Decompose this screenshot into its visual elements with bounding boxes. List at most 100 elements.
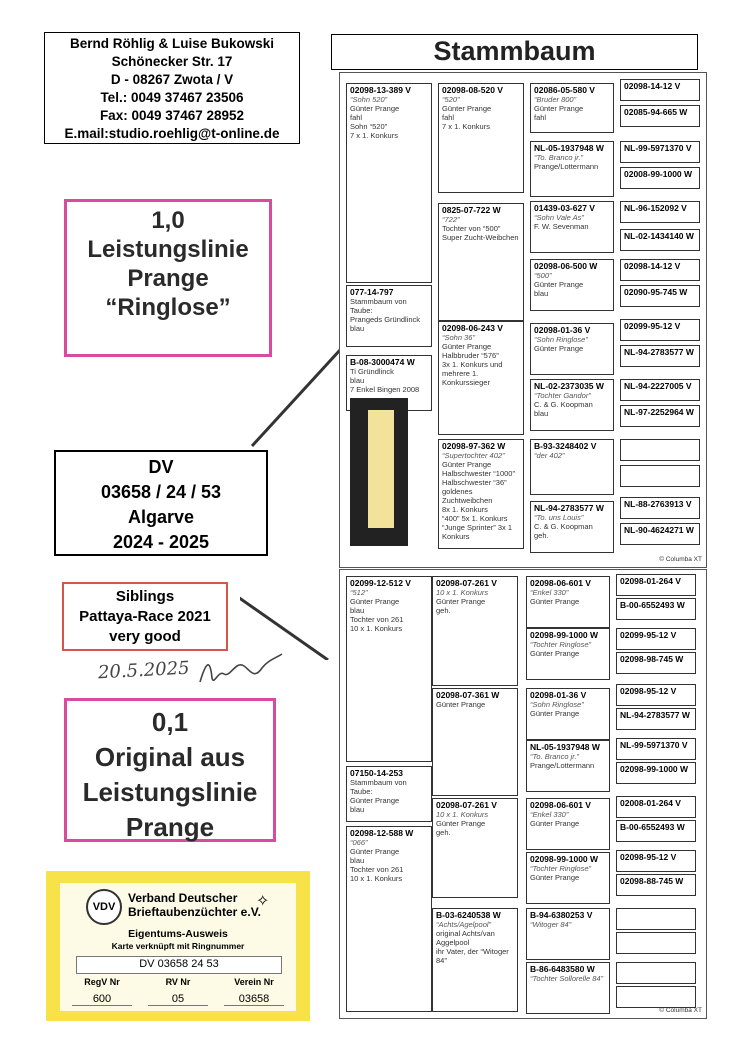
pedigree-ring: 02098-01-36 V [534,325,591,335]
siblings-line: Siblings [115,588,175,605]
pedigree-cell: 02098-06-601 V“Enkel 330”Günter Prange [526,798,610,850]
pedigree-ring: 02098-07-261 V [436,800,497,810]
male-line-text: Leistungslinie [87,236,249,263]
pedigree-cell: NL-90-4624271 W [620,523,700,545]
pedigree-ring: 0825-07-722 W [442,205,501,215]
org-line: Brieftaubenzüchter e.V. [128,905,261,919]
pedigree-name: “722” [442,215,460,224]
pedigree-cell: B-93-3248402 V“der 402” [530,439,614,495]
pedigree-ring: 02098-97-362 W [442,441,506,451]
contact-line: Fax: 0049 37467 28952 [99,108,245,123]
pedigree-name: “Achts/Agelpool” [436,920,492,929]
siblings-box: Siblings Pattaya-Race 2021 very good [62,582,228,651]
pedigree-cell: B-00-6552493 W [616,598,696,620]
pedigree-ring: NL-99-5971370 V [620,740,688,750]
pedigree-name: “Enkel 330” [530,588,569,597]
pedigree-cell: NL-94-2783577 W [620,345,700,367]
pedigree-cell: NL-88-2763913 V [620,497,700,519]
signature-date: 20.5.2025 [97,657,191,684]
pedigree-cell: NL-97-2252964 W [620,405,700,427]
pedigree-details: Günter Prange blau Tochter von 261 10 x … [350,597,404,633]
pedigree-ring: NL-99-5971370 V [624,143,692,153]
pedigree-cell: 02099-95-12 V [620,319,700,341]
pedigree-ring: 02098-95-12 V [620,686,677,696]
pedigree-name: “To. Branco jr.” [534,153,584,162]
pedigree-cell: NL-94-2783577 W“To. uns Louis”C. & G. Ko… [530,501,614,553]
pedigree-ring: 02098-12-588 W [350,828,414,838]
pedigree-ring: 02099-95-12 V [620,630,677,640]
pedigree-ring: B-86-6483580 W [530,964,595,974]
pedigree-ring: 02098-08-520 V [442,85,503,95]
pedigree-name: “500” [534,271,552,280]
signature-scribble [199,653,283,683]
pedigree-cell: 02098-14-12 V [620,79,700,101]
female-line-text: Prange [125,812,215,842]
card-value-rv: 05 [148,993,208,1006]
card-value-regv: 600 [72,993,132,1006]
pedigree-cell: NL-05-1937948 W“To. Branco jr.”Prange/Lo… [530,141,614,197]
pedigree-ring: NL-94-2783577 W [534,503,604,513]
pedigree-cell: 02098-13-389 V“Sohn 520”Günter Prange fa… [346,83,432,283]
pedigree-cell: B-94-6380253 V“Witoger 84” [526,908,610,960]
pedigree-details: Günter Prange blau Tochter von 261 10 x … [350,847,404,883]
pedigree-details: Günter Prange fahl 7 x 1. Konkurs [442,104,492,131]
pedigree-cell: 02098-06-500 W“500”Günter Prange blau [530,259,614,311]
pedigree-details: Günter Prange fahl Sohn “520” 7 x 1. Kon… [350,104,400,140]
pedigree-ring: NL-90-4624271 W [624,525,694,535]
pedigree-name: “Sohn Vale As” [534,213,584,222]
pedigree-ring: 02098-07-261 V [436,578,497,588]
ownership-card: VDV Verband Deutscher Brieftaubenzüchter… [46,871,310,1021]
pedigree-details: Günter Prange [530,819,580,828]
pedigree-cell: 02008-99-1000 W [620,167,700,189]
pedigree-ring: 02098-95-12 V [620,852,677,862]
pedigree-cell [616,986,696,1008]
siblings-line: Pattaya-Race 2021 [79,608,211,625]
pedigree-ring: 02098-98-745 W [620,654,684,664]
pedigree-cell: NL-99-5971370 V [616,738,696,760]
pedigree-details: Günter Prange geh. [436,597,486,615]
dv-line: 03658 / 24 / 53 [100,482,222,502]
pedigree-cell: NL-02-1434140 W [620,229,700,251]
pedigree-name: “Supertochter 402” [442,451,505,460]
pedigree-ring: 02098-14-12 V [624,81,681,91]
pedigree-ring: 02098-13-389 V [350,85,411,95]
vdv-logo-icon: VDV [86,889,122,925]
pedigree-ring: NL-96-152092 V [624,203,687,213]
pedigree-name: “der 402” [534,451,565,460]
pedigree-ring: 07150-14-253 [350,768,403,778]
pedigree-ring: 02099-95-12 V [624,321,681,331]
pedigree-ring: NL-05-1937948 W [530,742,600,752]
pedigree-ring: 077-14-797 [350,287,394,297]
pedigree-name: “Tochter Ringlose” [530,640,591,649]
pedigree-ring: NL-94-2783577 W [620,710,690,720]
pedigree-details: Günter Prange Halbschwester “1000” Halbs… [442,460,515,541]
pedigree-ring: 02099-12-512 V [350,578,411,588]
card-header: Eigentums-Ausweis [128,928,228,940]
pedigree-ring: 02008-01-264 V [620,798,681,808]
page-title: Stammbaum [331,34,698,70]
pedigree-cell: 02098-08-520 V“520”Günter Prange fahl 7 … [438,83,524,193]
pedigree-ring: B-00-6552493 W [620,600,685,610]
org-name: Verband Deutscher Brieftaubenzüchter e.V… [128,891,261,919]
pedigree-ring: B-00-6552493 W [620,822,685,832]
dv-line: DV [148,457,174,477]
pedigree-ring: 02098-99-1000 W [620,764,689,774]
pedigree-ring: 02098-99-1000 W [530,854,599,864]
pedigree-cell: NL-05-1937948 W“To. Branco jr.”Prange/Lo… [526,740,610,792]
pedigree-name: “520” [442,95,460,104]
pedigree-cell: 02098-98-745 W [616,652,696,674]
pedigree-cell: B-03-6240538 W“Achts/Agelpool”original A… [432,908,518,1012]
card-value-verein: 03658 [224,993,284,1006]
pedigree-details: Ti Gründlinck blau 7 Enkel Bingen 2008 [350,367,420,394]
pedigree-cell: 02098-06-601 V“Enkel 330”Günter Prange [526,576,610,628]
pedigree-details: Prange/Lottermann [530,761,595,770]
pedigree-details: original Achts/van Aggelpool ihr Vater, … [436,929,509,965]
pedigree-name: “066” [350,838,368,847]
ownership-card-photo [350,398,408,546]
pedigree-ring: B-08-3000474 W [350,357,415,367]
pedigree-details: C. & G. Koopman blau [534,400,593,418]
pedigree-cell [616,932,696,954]
